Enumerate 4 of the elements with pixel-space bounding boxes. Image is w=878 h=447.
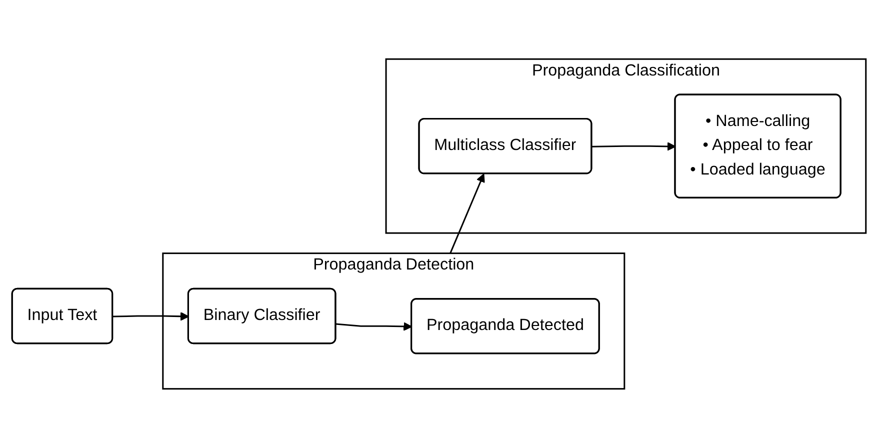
arrow <box>112 311 190 320</box>
arrow <box>592 142 676 150</box>
arrow <box>450 173 485 254</box>
arrow <box>336 322 412 330</box>
